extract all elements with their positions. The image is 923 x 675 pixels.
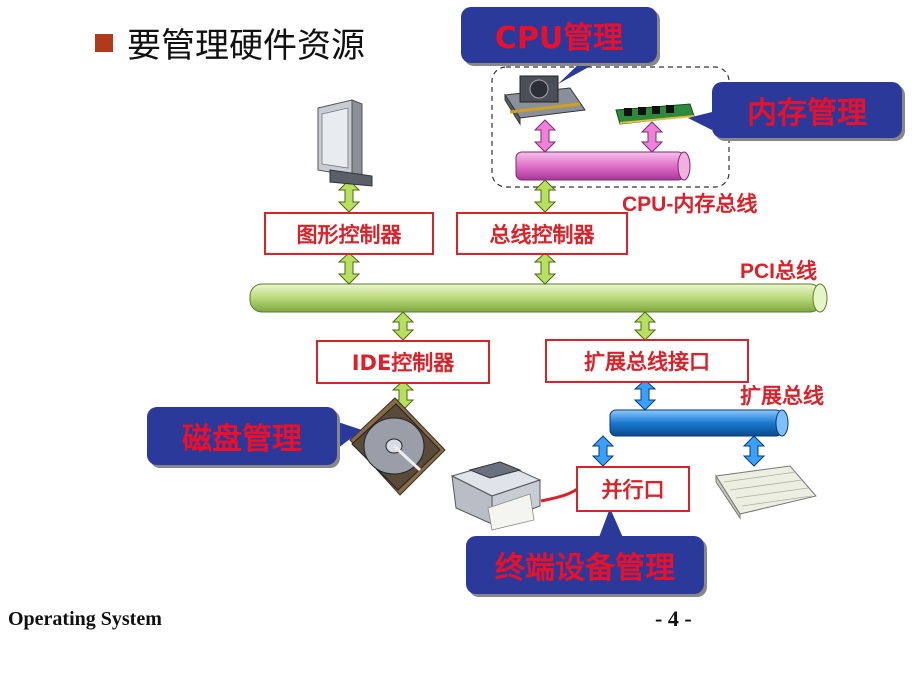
cpu-memory-group-outline: [491, 66, 730, 188]
arrow-ram-to-membus: [640, 121, 664, 153]
arrow-expbus-to-keyboard: [742, 435, 766, 467]
cpu-memory-bus-label: CPU-内存总线: [622, 193, 758, 216]
arrow-buscontroller-to-pci: [533, 252, 557, 285]
cpu-management-callout: CPU管理: [461, 7, 657, 63]
arrow-pci-to-ide: [391, 311, 415, 341]
bullet-square-icon: [95, 33, 113, 52]
disk-callout-pointer: [338, 422, 362, 448]
cpu-callout-pointer: [558, 58, 605, 84]
expansion-bus-label: 扩展总线: [740, 385, 824, 408]
arrow-cpu-to-membus: [533, 119, 557, 153]
monitor-icon: [317, 99, 373, 187]
arrow-graphics-to-pci: [337, 252, 361, 285]
parallel-port-box: 并行口: [576, 466, 690, 512]
expansion-bus: [609, 409, 789, 437]
arrow-expansion-interface-to-expbus: [633, 379, 657, 411]
hard-disk-icon: [349, 397, 446, 496]
footer-course-name: Operating System: [8, 608, 162, 630]
terminal-callout-pointer: [598, 508, 624, 540]
printer-icon: [450, 461, 542, 531]
arrow-membus-to-buscontroller: [533, 179, 557, 213]
slide-title-row: 要管理硬件资源: [95, 18, 365, 67]
keyboard-icon: [715, 465, 817, 520]
pci-bus-label: PCI总线: [740, 260, 818, 283]
footer-page-number: - 4 -: [655, 606, 692, 631]
expansion-bus-interface-box: 扩展总线接口: [545, 339, 749, 383]
slide-title: 要管理硬件资源: [127, 26, 365, 66]
memory-management-callout: 内存管理: [712, 82, 902, 138]
arrow-pci-to-expansion-interface: [633, 311, 657, 341]
terminal-management-callout: 终端设备管理: [466, 536, 704, 594]
bus-controller-box: 总线控制器: [456, 212, 628, 255]
ide-controller-box: IDE控制器: [316, 340, 490, 384]
pci-bus: [249, 283, 828, 313]
memory-callout-pointer: [688, 112, 712, 130]
ram-module-icon: [615, 103, 695, 125]
arrow-expbus-to-parallel: [591, 435, 615, 467]
graphics-controller-box: 图形控制器: [264, 212, 434, 255]
disk-management-callout: 磁盘管理: [147, 407, 337, 465]
cpu-chip-icon: [504, 75, 586, 126]
cpu-memory-bus: [515, 151, 691, 181]
